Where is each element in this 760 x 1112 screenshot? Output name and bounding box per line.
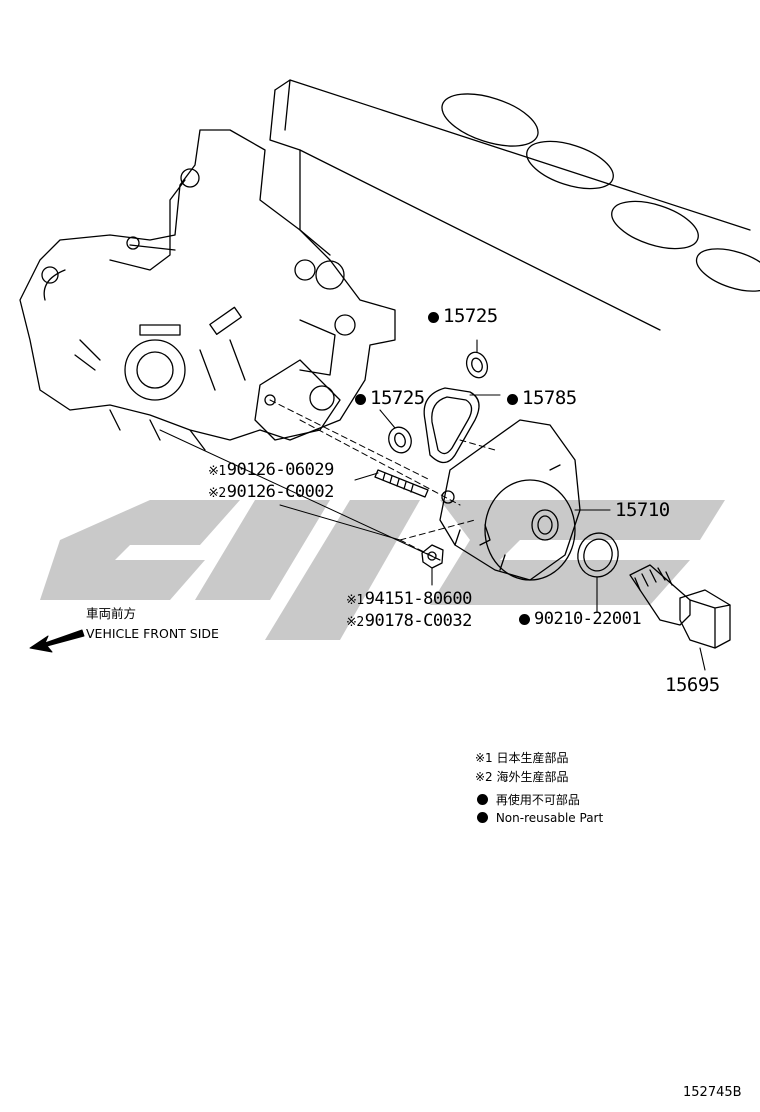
callout-gasket[interactable]: 15785 bbox=[507, 387, 577, 409]
part-number: 15695 bbox=[665, 674, 720, 696]
callout-oil-seal-left[interactable]: 15725 bbox=[355, 387, 425, 409]
vehicle-front-label-en: VEHICLE FRONT SIDE bbox=[86, 626, 219, 641]
part-number: 15785 bbox=[522, 387, 577, 409]
stud-bolt-drawing bbox=[374, 469, 429, 498]
callout-leader-lines bbox=[354, 339, 706, 671]
legend-item-4: Non-reusable Part bbox=[477, 811, 603, 825]
legend-text: 再使用不可部品 bbox=[495, 793, 580, 807]
vehicle-front-label-jp: 車両前方 bbox=[86, 606, 137, 621]
non-reusable-dot-icon bbox=[519, 614, 530, 625]
callout-oil-cooler[interactable]: 15710 bbox=[615, 499, 670, 521]
oil-cooler-drawing bbox=[439, 419, 581, 581]
non-reusable-dot-icon bbox=[477, 794, 488, 805]
non-reusable-dot-icon bbox=[507, 394, 518, 405]
callout-stud-bolt[interactable]: ※190126-06029 ※290126-C0002 bbox=[208, 460, 334, 504]
part-number: 90210-22001 bbox=[534, 609, 642, 629]
legend-symbol: ※1 bbox=[475, 751, 493, 765]
mark-1: ※1 bbox=[208, 464, 226, 479]
vehicle-front-label: 車両前方 VEHICLE FRONT SIDE bbox=[86, 604, 219, 644]
legend-item-3: 再使用不可部品 bbox=[477, 791, 580, 808]
o-ring-drawing bbox=[577, 532, 619, 578]
diagram-id: 152745B bbox=[683, 1085, 742, 1100]
engine-block-outline bbox=[269, 79, 760, 331]
legend-item-1: ※1 日本生産部品 bbox=[475, 749, 569, 766]
part-number: 15725 bbox=[443, 305, 498, 327]
part-number-1: 94151-80600 bbox=[364, 589, 473, 609]
gasket-drawing bbox=[423, 387, 480, 464]
part-number: 15725 bbox=[370, 387, 425, 409]
callout-nut[interactable]: ※194151-80600 ※290178-C0032 bbox=[346, 589, 472, 633]
non-reusable-dot-icon bbox=[477, 812, 488, 823]
oil-seal-left-drawing bbox=[388, 426, 412, 454]
install-guide-lines bbox=[159, 399, 496, 561]
legend-text: 日本生産部品 bbox=[496, 751, 569, 765]
nut-drawing bbox=[421, 544, 444, 569]
non-reusable-dot-icon bbox=[428, 312, 439, 323]
mark-1: ※1 bbox=[346, 593, 364, 608]
mark-2: ※2 bbox=[346, 615, 364, 630]
vehicle-front-arrow bbox=[29, 629, 85, 653]
part-number-1: 90126-06029 bbox=[226, 460, 335, 480]
callout-union-bolt[interactable]: 15695 bbox=[665, 674, 720, 696]
mark-2: ※2 bbox=[208, 486, 226, 501]
oil-seal-top-drawing bbox=[465, 351, 489, 379]
legend-symbol: ※2 bbox=[475, 770, 493, 784]
part-number-2: 90178-C0032 bbox=[364, 611, 473, 631]
part-number-2: 90126-C0002 bbox=[226, 482, 335, 502]
legend-text: 海外生産部品 bbox=[496, 770, 569, 784]
part-number: 15710 bbox=[615, 499, 670, 521]
engine-housing-outline bbox=[19, 129, 396, 451]
callout-oil-seal-top[interactable]: 15725 bbox=[428, 305, 498, 327]
legend-item-2: ※2 海外生産部品 bbox=[475, 768, 569, 785]
callout-o-ring[interactable]: 90210-22001 bbox=[519, 609, 642, 629]
union-bolt-drawing bbox=[629, 564, 731, 649]
non-reusable-dot-icon bbox=[355, 394, 366, 405]
legend-text: Non-reusable Part bbox=[495, 811, 604, 825]
